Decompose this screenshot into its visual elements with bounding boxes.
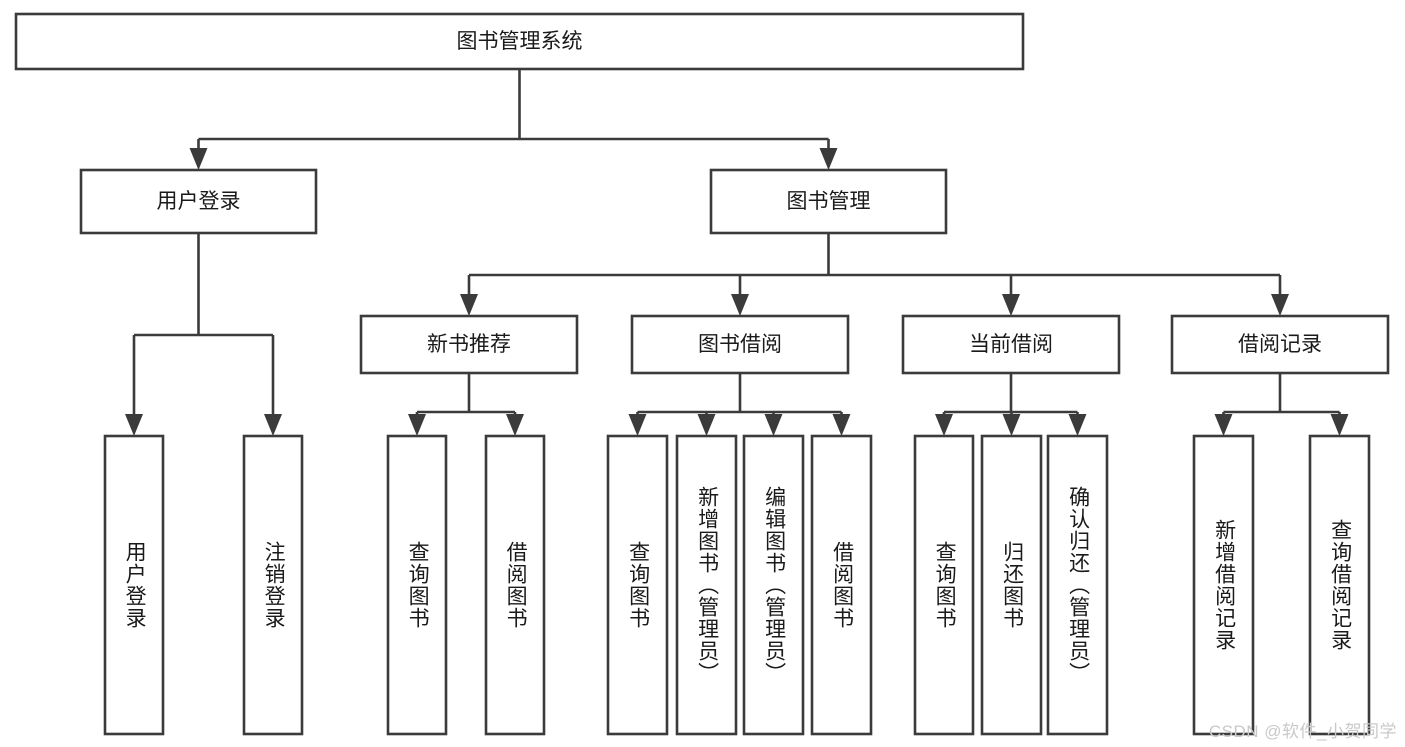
arrow-head-icon bbox=[935, 414, 953, 436]
node-box-node-7-借阅图书[interactable] bbox=[484, 434, 546, 736]
node-label-node-13-当前借阅: 当前借阅 bbox=[969, 333, 1053, 356]
node-box-node-14-查询图书[interactable] bbox=[913, 434, 975, 736]
node-box-node-18-新增借阅记录[interactable] bbox=[1192, 434, 1255, 736]
arrow-head-icon bbox=[1068, 414, 1087, 436]
arrow-head-icon bbox=[1271, 294, 1289, 316]
node-label-node-8-图书借阅: 图书借阅 bbox=[698, 333, 782, 356]
node-box-node-9-查询图书[interactable] bbox=[606, 434, 669, 736]
node-label-node-5-新书推荐: 新书推荐 bbox=[427, 333, 511, 356]
node-box-node-13-当前借阅[interactable] bbox=[901, 314, 1121, 375]
node-box-node-19-查询借阅记录[interactable] bbox=[1308, 434, 1371, 736]
arrow-head-icon bbox=[819, 148, 838, 170]
arrow-head-icon bbox=[764, 414, 783, 436]
node-label-node-1-用户登录: 用户登录 bbox=[157, 190, 241, 213]
watermark-text: CSDN @软件_小贺同学 bbox=[1208, 722, 1397, 741]
arrow-head-icon bbox=[832, 414, 851, 436]
node-box-node-2-用户登录[interactable] bbox=[103, 434, 165, 736]
arrow-head-icon bbox=[1214, 414, 1233, 436]
arrow-head-icon bbox=[731, 294, 749, 316]
arrow-head-icon bbox=[125, 414, 143, 436]
arrow-head-icon bbox=[506, 414, 524, 436]
node-label-node-17-借阅记录: 借阅记录 bbox=[1238, 333, 1322, 356]
node-label-node-4-图书管理: 图书管理 bbox=[787, 190, 871, 213]
node-box-node-15-归还图书[interactable] bbox=[980, 434, 1043, 736]
arrow-head-icon bbox=[264, 414, 282, 436]
node-box-node-8-图书借阅[interactable] bbox=[630, 314, 850, 375]
node-box-node-12-借阅图书[interactable] bbox=[810, 434, 873, 736]
arrow-head-icon bbox=[697, 414, 716, 436]
node-box-node-11-编辑图书管理员[interactable] bbox=[742, 434, 805, 736]
arrow-head-icon bbox=[189, 148, 208, 170]
node-boxes bbox=[14, 12, 1390, 736]
node-box-node-16-确认归还管理员[interactable] bbox=[1046, 434, 1109, 736]
arrow-head-icon bbox=[628, 414, 647, 436]
node-box-node-10-新增图书管理员[interactable] bbox=[675, 434, 738, 736]
arrow-head-icon bbox=[1002, 294, 1020, 316]
arrow-head-icon bbox=[460, 294, 478, 316]
arrow-head-icon bbox=[408, 414, 426, 436]
node-box-node-1-用户登录[interactable] bbox=[79, 168, 318, 235]
node-box-node-0-图书管理系统[interactable] bbox=[14, 12, 1025, 71]
node-box-node-6-查询图书[interactable] bbox=[386, 434, 448, 736]
arrow-head-icon bbox=[1002, 414, 1021, 436]
connector-lines bbox=[125, 69, 1349, 436]
node-box-node-5-新书推荐[interactable] bbox=[359, 314, 579, 375]
arrow-head-icon bbox=[1330, 414, 1349, 436]
node-box-node-3-注销登录[interactable] bbox=[242, 434, 304, 736]
node-box-node-4-图书管理[interactable] bbox=[709, 168, 948, 235]
node-box-node-17-借阅记录[interactable] bbox=[1170, 314, 1390, 375]
node-label-node-0-图书管理系统: 图书管理系统 bbox=[457, 30, 583, 53]
